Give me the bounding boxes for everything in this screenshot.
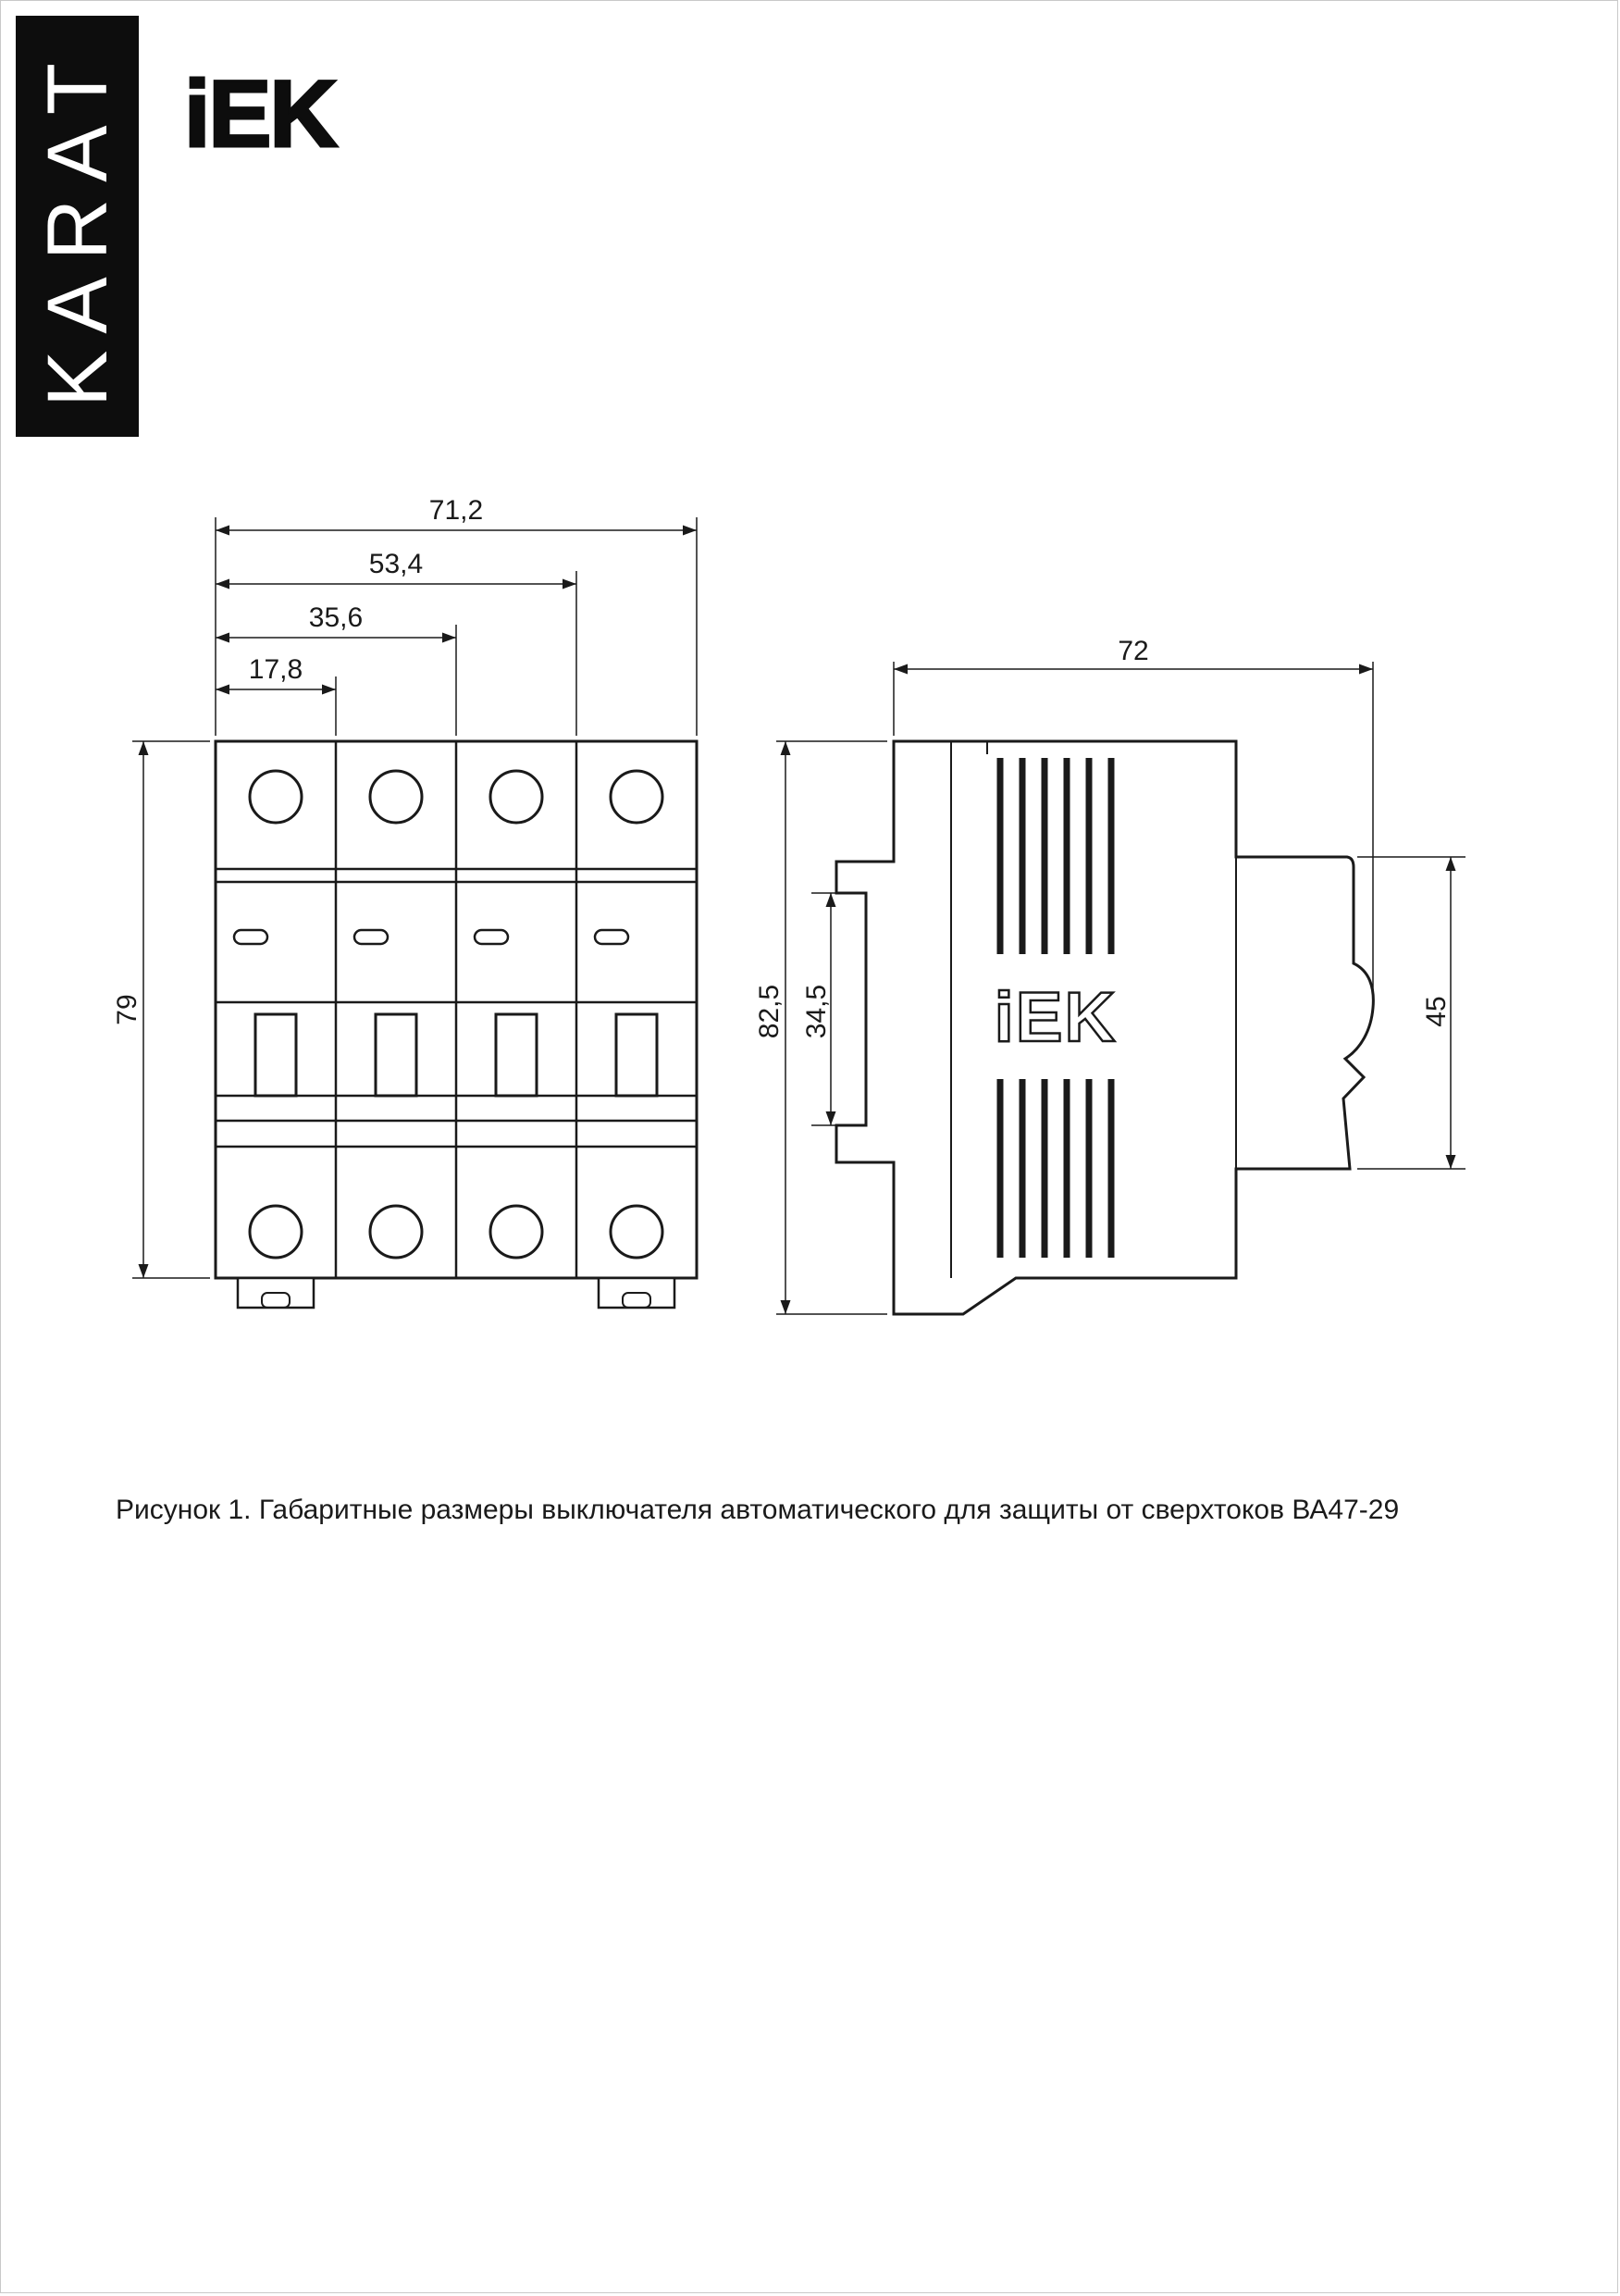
- side-view-embossed-logo: iEK: [995, 978, 1118, 1057]
- dim-label-width-2poles: 35,6: [309, 602, 363, 633]
- ventilation-slots: [996, 758, 1115, 1258]
- terminal-screw-icon: [248, 1204, 303, 1260]
- dim-label-din-slot: 34,5: [801, 985, 832, 1038]
- iek-logo: iEK: [182, 61, 339, 167]
- label-window: [352, 928, 390, 946]
- dim-label-width-total: 71,2: [429, 495, 483, 526]
- toggle-handle: [494, 1012, 538, 1098]
- terminal-screw-icon: [368, 769, 424, 825]
- terminal-screw-icon: [248, 769, 303, 825]
- side-view: [835, 739, 1375, 1316]
- terminal-screw-icon: [609, 1204, 664, 1260]
- label-window: [593, 928, 630, 946]
- toggle-handle: [614, 1012, 659, 1098]
- front-view: [214, 739, 699, 1309]
- terminal-screw-icon: [368, 1204, 424, 1260]
- bottom-terminal-screws: [248, 1204, 664, 1260]
- terminal-screw-icon: [488, 1204, 544, 1260]
- front-view-dimension-lines: [132, 517, 698, 1279]
- label-window: [232, 928, 269, 946]
- din-rail-clips: [236, 1276, 676, 1309]
- side-view-dimension-labels: 72 82,5 34,5 45: [754, 636, 1452, 1038]
- iek-logo-text: iEK: [182, 61, 339, 167]
- dim-label-width-3poles: 53,4: [369, 549, 423, 579]
- side-body-outline: [835, 739, 1375, 1316]
- toggle-handle: [254, 1012, 298, 1098]
- terminal-screw-icon: [609, 769, 664, 825]
- karat-brand-block: KARAT: [16, 16, 139, 437]
- dim-label-height: 79: [112, 994, 142, 1024]
- label-windows: [232, 928, 630, 946]
- figure-caption: Рисунок 1. Габаритные размеры выключател…: [116, 1495, 1400, 1525]
- din-clip-notch: [261, 1292, 291, 1309]
- toggle-handles: [254, 1012, 659, 1098]
- top-terminal-screws: [248, 769, 664, 825]
- terminal-screw-icon: [488, 769, 544, 825]
- toggle-handle: [374, 1012, 418, 1098]
- dim-label-width-1pole: 17,8: [249, 654, 303, 685]
- din-clip-notch: [622, 1292, 651, 1309]
- side-view-dimension-lines: [776, 662, 1465, 1315]
- pole-divider-lines: [334, 741, 578, 1278]
- front-view-dimension-labels: 71,2 53,4 35,6 17,8 79: [112, 495, 483, 1025]
- dim-label-depth-total: 72: [1118, 636, 1148, 666]
- dim-label-front-depth: 45: [1421, 996, 1452, 1026]
- label-window: [473, 928, 510, 946]
- dim-label-height-total: 82,5: [754, 985, 785, 1038]
